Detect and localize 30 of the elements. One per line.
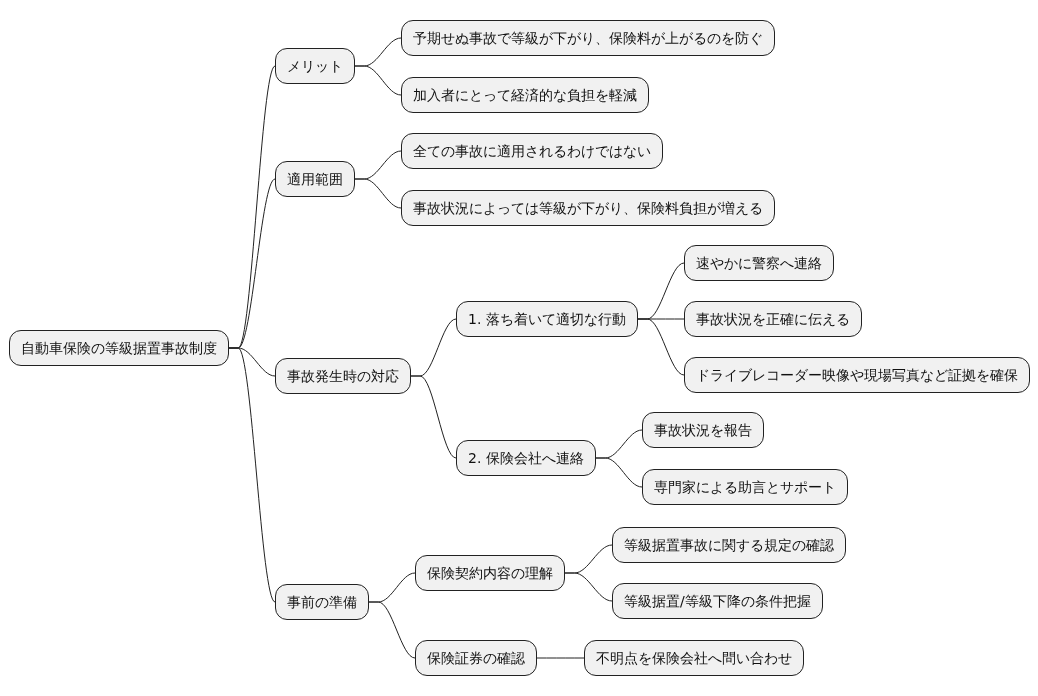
topic-box: 適用範囲: [275, 161, 355, 197]
topic-box: 保険契約内容の理解: [415, 555, 565, 591]
topic-box: 加入者にとって経済的な負担を軽減: [401, 77, 649, 113]
topic-box: 全ての事故に適用されるわけではない: [401, 133, 663, 169]
connector-line: [410, 375, 457, 459]
connector-line: [368, 601, 416, 659]
connector-line: [228, 347, 276, 603]
topic-box: 速やかに警察へ連絡: [684, 245, 834, 281]
topic-box: ドライブレコーダー映像や現場写真など証拠を確保: [684, 357, 1030, 393]
topic-box: 2. 保険会社へ連絡: [456, 440, 596, 476]
connector-line: [637, 318, 685, 376]
topic-box: 自動車保険の等級据置事故制度: [9, 330, 229, 366]
connector-line: [354, 65, 402, 96]
connector-line: [354, 178, 402, 209]
connector-line: [595, 457, 643, 488]
topic-box: 不明点を保険会社へ問い合わせ: [584, 640, 804, 676]
connector-line: [564, 572, 613, 602]
topic-box: 事故状況を報告: [642, 412, 764, 448]
topic-box: 事前の準備: [275, 584, 369, 620]
topic-box: 1. 落ち着いて適切な行動: [456, 301, 638, 337]
topic-box: 保険証券の確認: [415, 640, 537, 676]
topic-box: 事故状況によっては等級が下がり、保険料負担が増える: [401, 190, 775, 226]
topic-box: 事故発生時の対応: [275, 358, 411, 394]
topic-box: 専門家による助言とサポート: [642, 469, 848, 505]
topic-box: 事故状況を正確に伝える: [684, 301, 862, 337]
topic-box: 等級据置/等級下降の条件把握: [612, 583, 823, 619]
topic-box: 等級据置事故に関する規定の確認: [612, 527, 846, 563]
topic-box: 予期せぬ事故で等級が下がり、保険料が上がるのを防ぐ: [401, 20, 775, 56]
topic-box: メリット: [275, 48, 355, 84]
connector-line: [536, 657, 585, 659]
